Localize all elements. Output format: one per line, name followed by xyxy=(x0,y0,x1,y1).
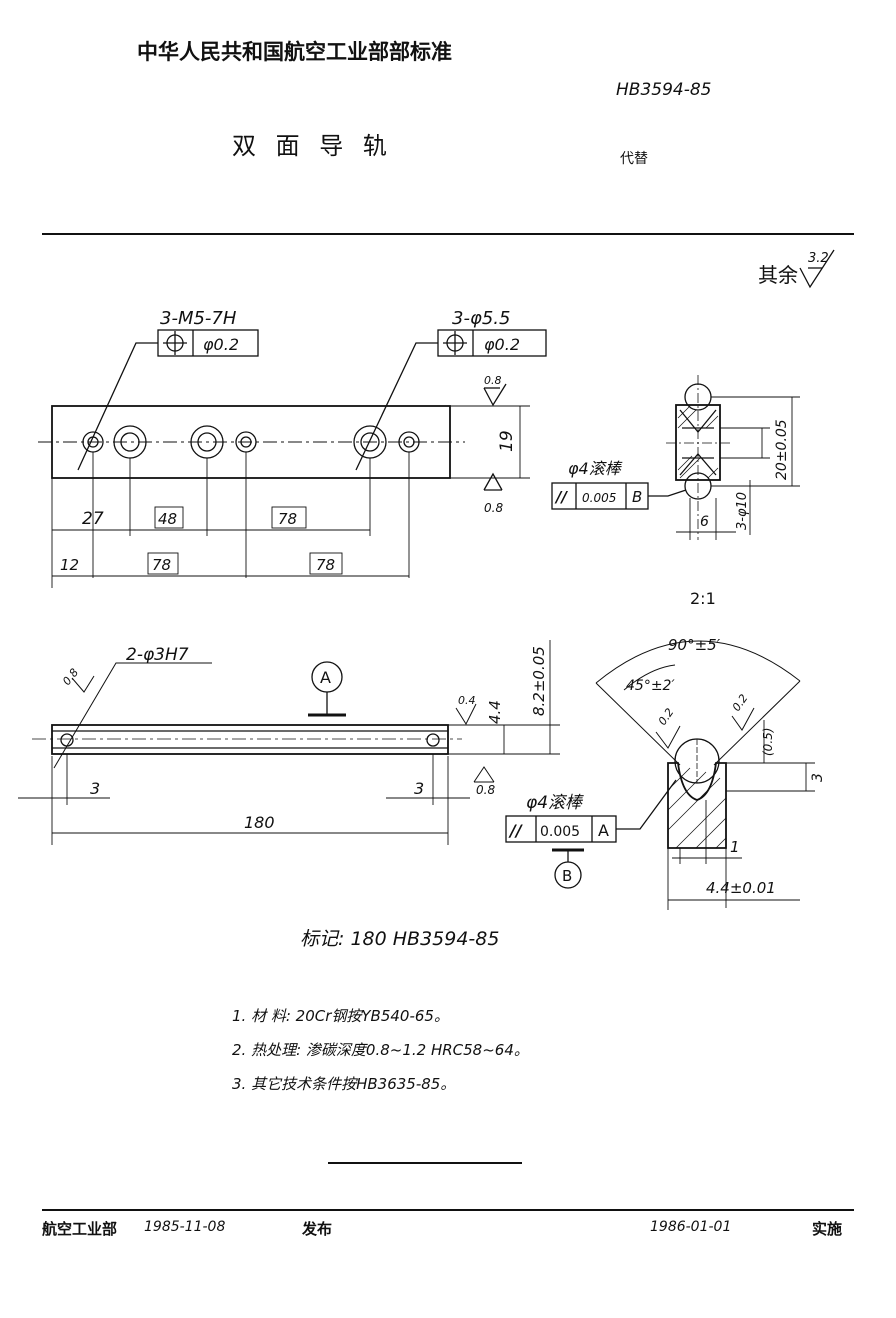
dim-6: 6 xyxy=(700,514,709,530)
dim-12: 12 xyxy=(60,556,79,574)
note-material: 1. 材 料: 20Cr钢按YB540-65。 xyxy=(232,1007,449,1025)
callout-phi55-tol: φ0.2 xyxy=(484,335,520,354)
standard-authority: 中华人民共和国航空工业部部标准 xyxy=(137,40,452,64)
callout-m5-tol: φ0.2 xyxy=(203,335,239,354)
dim-20: 20±0.05 xyxy=(774,419,790,480)
dim-3-left: 3 xyxy=(90,779,100,798)
end-parallel-datum: B xyxy=(632,488,642,506)
detail-parallel-tol: 0.005 xyxy=(540,824,580,840)
scale-label: 2:1 xyxy=(690,589,716,608)
footer-effective-label: 实施 xyxy=(812,1220,843,1238)
dim-4-4-detail: 4.4±0.01 xyxy=(706,879,776,897)
detail-roller-label: φ4滚棒 xyxy=(526,793,584,813)
end-parallel-tol: 0.005 xyxy=(582,491,616,505)
marking-line: 标记: 180 HB3594-85 xyxy=(300,928,500,950)
notes-end-rule xyxy=(328,1162,522,1164)
dim-78c: 78 xyxy=(316,556,335,574)
dim-78a: 78 xyxy=(278,510,297,528)
datum-b: B xyxy=(562,867,572,885)
dim-19: 19 xyxy=(497,430,517,452)
technical-drawing: 3.2 其余 3-M5-7H φ0.2 3-φ5.5 φ0.2 0.8 0.8 … xyxy=(18,249,835,910)
document-title: 双 面 导 轨 xyxy=(232,132,393,160)
footer-effective-date: 1986-01-01 xyxy=(650,1219,732,1235)
dim-0-5: (0.5) xyxy=(761,728,775,756)
dim-4-4: 4.4 xyxy=(486,700,504,724)
end-roller-label: φ4滚棒 xyxy=(568,459,623,478)
dim-3phi10: 3-φ10 xyxy=(735,492,750,530)
roughness-top: 0.8 xyxy=(484,374,502,387)
roughness-rest-value: 3.2 xyxy=(808,251,829,266)
replaces-label: 代替 xyxy=(620,151,648,167)
dim-78b: 78 xyxy=(152,556,171,574)
detail-view xyxy=(505,640,815,910)
roughness-rest-symbol xyxy=(799,249,835,289)
standard-number: HB3594-85 xyxy=(616,80,712,100)
note-other-conditions: 3. 其它技术条件按HB3635-85。 xyxy=(232,1075,456,1093)
datum-a: A xyxy=(320,668,331,687)
detail-parallel-symbol: // xyxy=(508,821,523,840)
dim-180: 180 xyxy=(244,813,275,832)
detail-parallel-datum: A xyxy=(598,821,609,840)
footer-issue-label: 发布 xyxy=(302,1220,333,1238)
callout-phi55: 3-φ5.5 xyxy=(452,308,510,329)
footer-divider xyxy=(42,1209,854,1211)
dim-3-detail: 3 xyxy=(810,773,826,782)
side-roughness-right-top: 0.4 xyxy=(458,694,476,707)
side-view xyxy=(18,640,560,845)
dim-48: 48 xyxy=(158,510,177,528)
roughness-rest-label: 其余 xyxy=(758,263,798,287)
dim-8-2: 8.2±0.05 xyxy=(530,646,548,716)
callout-m5: 3-M5-7H xyxy=(160,308,237,329)
footer-issuer: 航空工业部 xyxy=(42,1220,118,1238)
angle-45: 45°±2′ xyxy=(626,678,675,694)
dim-1: 1 xyxy=(730,838,740,856)
detail-roughness-a: 0.2 xyxy=(656,706,677,728)
note-heat-treatment: 2. 热处理: 渗碳深度0.8~1.2 HRC58~64。 xyxy=(232,1041,529,1059)
dim-27: 27 xyxy=(82,509,104,529)
side-roughness-right-bottom: 0.8 xyxy=(476,783,495,797)
angle-90: 90°±5′ xyxy=(668,636,721,654)
roughness-bottom: 0.8 xyxy=(484,501,503,515)
detail-roughness-b: 0.2 xyxy=(730,692,751,714)
end-parallel-symbol: // xyxy=(554,488,568,506)
end-view xyxy=(551,375,800,540)
header-divider xyxy=(42,233,854,235)
footer-issue-date: 1985-11-08 xyxy=(144,1219,226,1235)
dim-3-right: 3 xyxy=(414,779,424,798)
side-pin-callout: 2-φ3H7 xyxy=(126,645,189,665)
